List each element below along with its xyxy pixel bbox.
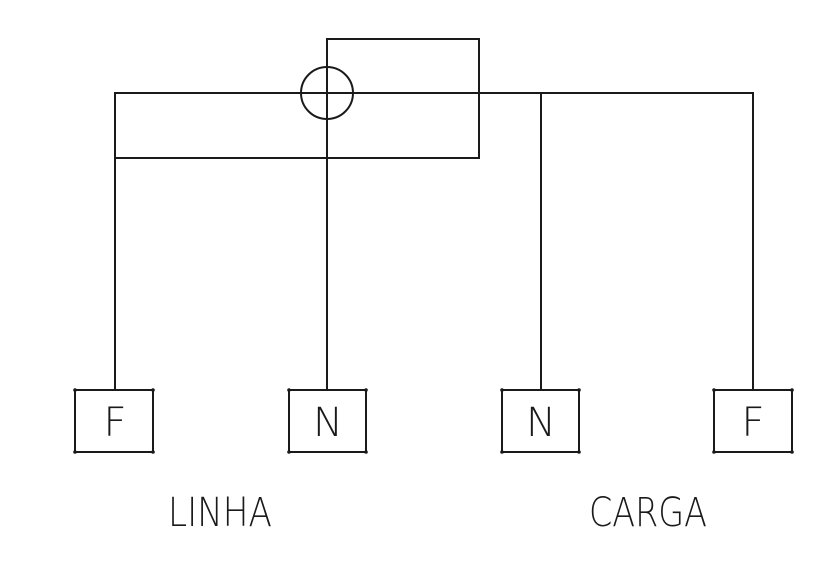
load-group-label: CARGA bbox=[589, 490, 707, 536]
terminal-line-phase: F bbox=[73, 388, 155, 454]
line-group-label: LINHA bbox=[168, 490, 272, 536]
terminal-label: F bbox=[741, 400, 764, 446]
terminal-load-neutral: N bbox=[500, 388, 581, 454]
terminal-load-phase: F bbox=[712, 388, 794, 454]
terminal-label: F bbox=[103, 400, 126, 446]
terminal-line-neutral: N bbox=[287, 388, 368, 454]
terminal-label: N bbox=[526, 400, 556, 446]
terminal-label: N bbox=[313, 400, 343, 446]
core-frame bbox=[114, 38, 480, 159]
